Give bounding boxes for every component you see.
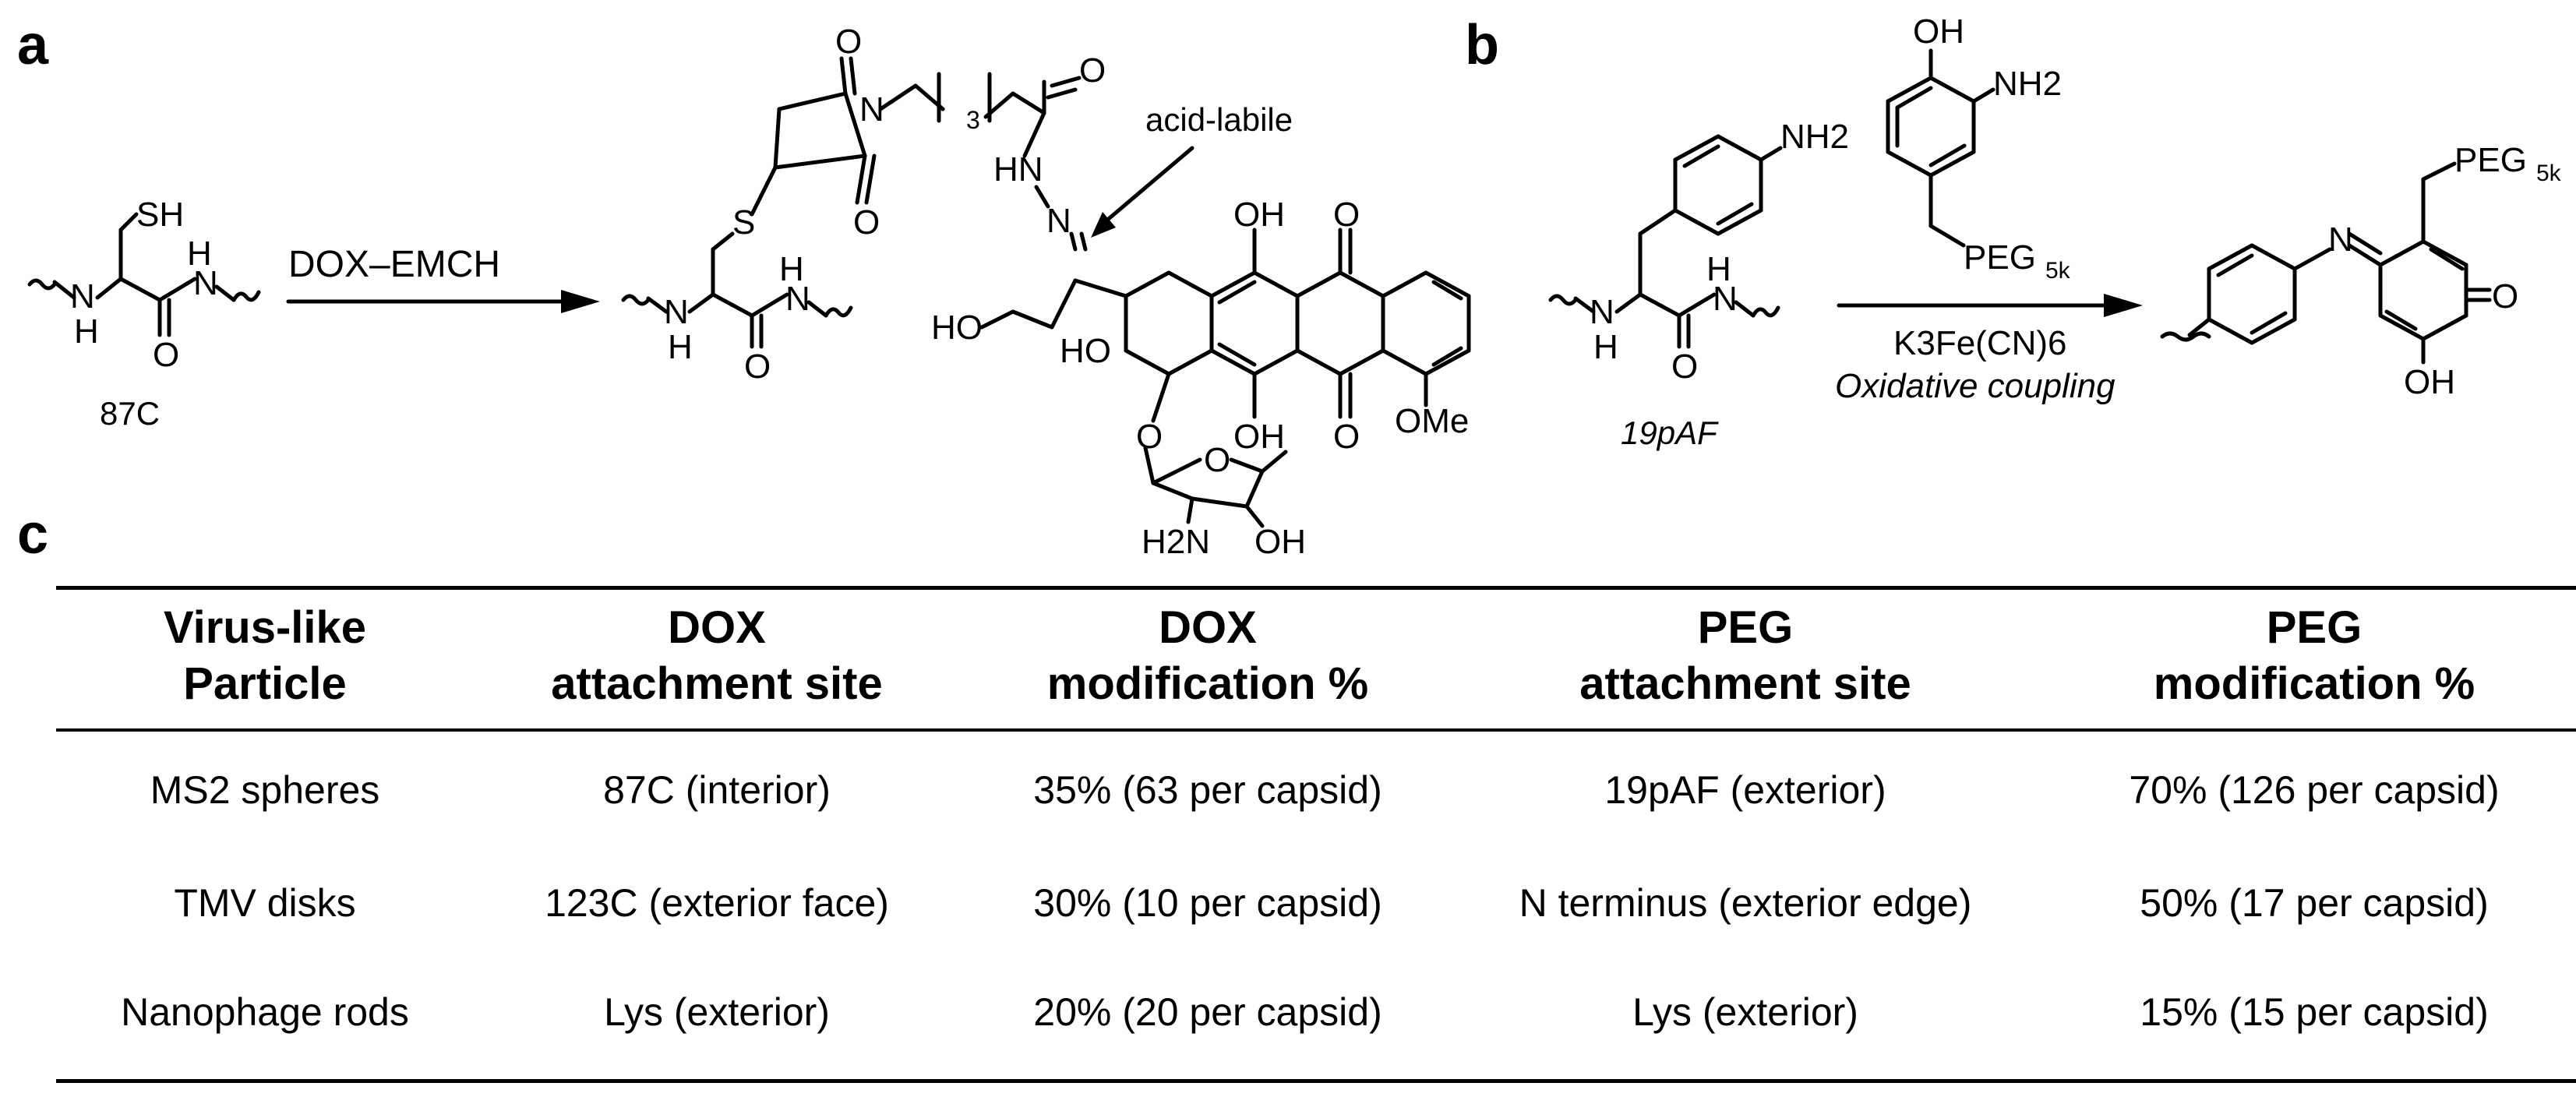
- reagent-k3fecn6: K3Fe(CN)6: [1893, 324, 2067, 362]
- table-cell: 35% (63 per capsid): [1033, 768, 1382, 812]
- atom-o: O: [1333, 418, 1360, 456]
- atom-o: O: [1136, 418, 1163, 456]
- atom-h: H: [1593, 328, 1618, 366]
- panel-label-b: b: [1465, 14, 1499, 76]
- atom-n: N: [785, 280, 810, 318]
- table-cell: 19pAF (exterior): [1604, 768, 1886, 812]
- reactant-label-19paf: 19pAF: [1621, 414, 1719, 451]
- peg-subscript: 5k: [2045, 258, 2071, 284]
- panel-label-a: a: [17, 14, 49, 76]
- atom-n: N: [1590, 293, 1614, 331]
- atom-h2n: H2N: [1142, 523, 1210, 561]
- atom-oh: OH: [1233, 418, 1285, 456]
- panel-label-c: c: [17, 503, 49, 566]
- atom-o: O: [1333, 196, 1360, 234]
- peg-label: PEG: [2454, 141, 2527, 179]
- atom-ho: HO: [931, 309, 983, 347]
- atom-n: N: [2328, 220, 2353, 259]
- reagent-oxidative-coupling: Oxidative coupling: [1835, 367, 2115, 405]
- arrow-head-a: [561, 290, 600, 313]
- atom-o: O: [2492, 277, 2518, 316]
- atom-o: O: [744, 347, 771, 386]
- reactant-label-87c: 87C: [100, 395, 160, 432]
- atom-o: O: [835, 23, 862, 61]
- dox-conjugate-structure: [621, 56, 1471, 528]
- arrow-head-b: [2104, 294, 2143, 317]
- table-cell: 87C (interior): [603, 768, 831, 812]
- peg-subscript: 5k: [2536, 160, 2562, 186]
- atom-o: O: [153, 336, 179, 374]
- atom-oh: OH: [2404, 363, 2455, 401]
- table-cell: Nanophage rods: [121, 990, 409, 1034]
- table-bottom-rule: [56, 1079, 2576, 1083]
- table-header-rule: [56, 728, 2576, 732]
- atom-ome: OMe: [1395, 402, 1469, 440]
- table-top-rule: [56, 586, 2576, 590]
- atom-s: S: [732, 203, 755, 242]
- table-cell: 123C (exterior face): [545, 881, 889, 925]
- subscript-3: 3: [966, 106, 980, 134]
- atom-n: N: [664, 293, 689, 331]
- wavy-bond-right: [231, 290, 261, 302]
- atom-oh: OH: [1233, 196, 1285, 234]
- table-cell: 15% (15 per capsid): [2140, 990, 2489, 1034]
- table-cell: 30% (10 per capsid): [1033, 881, 1382, 925]
- table-cell: MS2 spheres: [150, 768, 380, 812]
- atom-hn: HN: [993, 150, 1043, 189]
- reagent-dox-emch: DOX–EMCH: [288, 244, 500, 285]
- atom-n: N: [193, 264, 218, 302]
- atom-o: O: [1671, 347, 1698, 386]
- atom-o: O: [1204, 441, 1230, 479]
- table-cell: 70% (126 per capsid): [2129, 768, 2500, 812]
- acid-labile-annotation: acid-labile: [1145, 101, 1293, 138]
- atom-oh: OH: [1913, 12, 1964, 51]
- atom-h: H: [779, 250, 804, 288]
- atom-o: O: [853, 203, 880, 242]
- peg-label: PEG: [1964, 238, 2036, 277]
- table-cell: 50% (17 per capsid): [2140, 881, 2489, 925]
- table-cell: Lys (exterior): [604, 990, 830, 1034]
- aminophenol-structure: [1886, 48, 1996, 248]
- atom-h: H: [74, 312, 99, 351]
- peg-conjugate-structure: [2160, 161, 2492, 365]
- table-cell: Lys (exterior): [1632, 990, 1858, 1034]
- atom-h: H: [668, 328, 693, 366]
- atom-ho: HO: [1060, 332, 1111, 370]
- atom-sh: SH: [136, 196, 184, 234]
- reaction-schemes: SH N H O H N 87C DOX–EMCH N H O H N S O …: [27, 12, 2562, 561]
- paf-structure: [1548, 134, 1783, 349]
- atom-n: N: [1713, 280, 1738, 318]
- wavy-bond-left: [27, 278, 57, 291]
- table-cell: 20% (20 per capsid): [1033, 990, 1382, 1034]
- atom-n: N: [859, 90, 884, 129]
- atom-o: O: [1079, 51, 1106, 90]
- atom-n: N: [70, 277, 95, 316]
- atom-nh2: NH2: [1993, 65, 2062, 103]
- atom-nh2: NH2: [1780, 118, 1849, 156]
- atom-h: H: [187, 235, 212, 273]
- atom-h: H: [1706, 250, 1731, 288]
- table-cell: N terminus (exterior edge): [1519, 881, 1972, 925]
- atom-n: N: [1046, 202, 1071, 240]
- cysteine-structure: [27, 212, 261, 337]
- atom-oh: OH: [1254, 523, 1306, 561]
- table-cell: TMV disks: [174, 881, 356, 925]
